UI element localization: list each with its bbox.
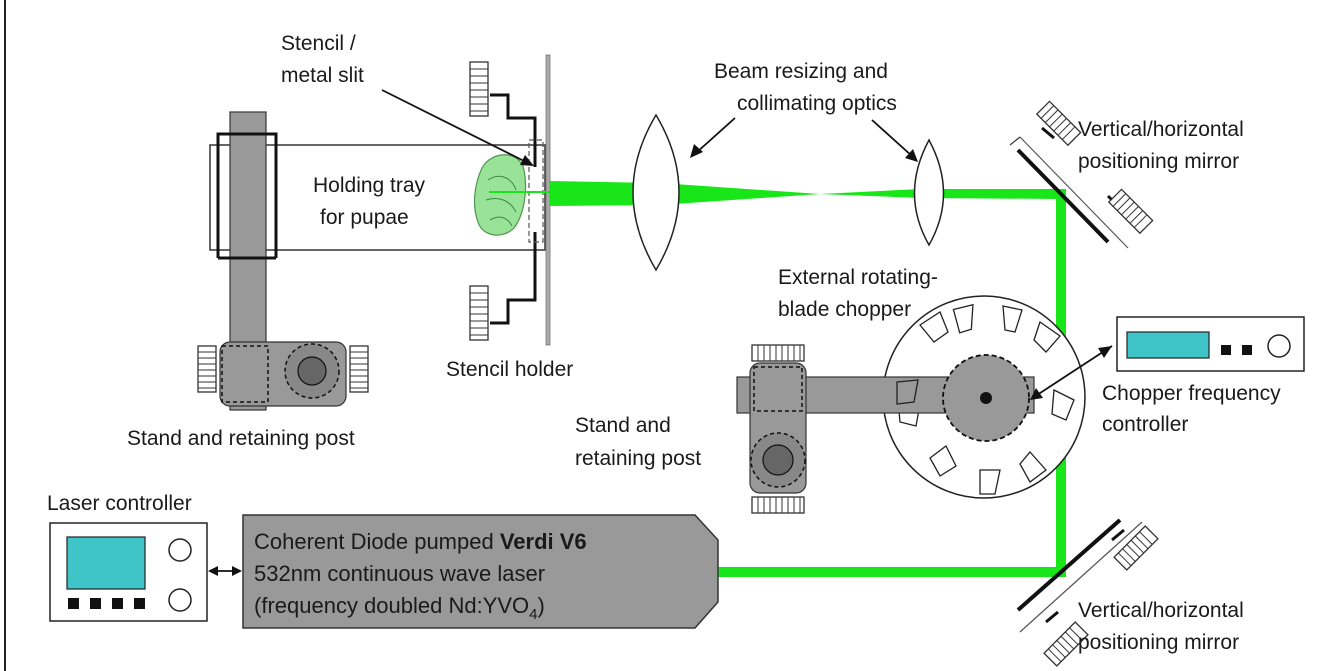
- label-chopper-ctrl-line2: controller: [1102, 413, 1188, 436]
- label-chopper-line2: blade chopper: [778, 298, 911, 321]
- label-mirror-top-line2: positioning mirror: [1078, 150, 1239, 173]
- chopper: [736, 295, 1086, 514]
- knob-right: [349, 345, 369, 393]
- chopper-screen: [1126, 331, 1210, 359]
- label-chopper-ctrl-line1: Chopper frequency: [1102, 382, 1281, 405]
- label-stencil-holder: Stencil holder: [446, 358, 573, 381]
- stencil-holder: [469, 54, 551, 346]
- mirror-top: [1009, 100, 1154, 249]
- laser-controller-unit: [49, 522, 208, 622]
- label-beam-optics-line1: Beam resizing and: [714, 60, 888, 83]
- laser-label-line3: (frequency doubled Nd:YVO4): [254, 593, 545, 623]
- label-holding-tray-line1: Holding tray: [313, 174, 426, 197]
- label-stand-post-right-line2: retaining post: [575, 447, 701, 470]
- label-beam-optics-line2: collimating optics: [737, 92, 897, 115]
- laser-screen: [66, 536, 146, 590]
- lens-small: [913, 138, 945, 247]
- label-stand-post-left: Stand and retaining post: [127, 427, 355, 450]
- chopper-controller: [1116, 316, 1305, 372]
- label-mirror-bottom-line1: Vertical/horizontal: [1078, 599, 1244, 622]
- label-stand-post-right-line1: Stand and: [575, 414, 671, 437]
- stencil-knob-top: [469, 61, 489, 117]
- laser-body: [242, 514, 719, 629]
- laser-label-line2: 532nm continuous wave laser: [254, 561, 545, 586]
- label-mirror-bottom-line2: positioning mirror: [1078, 631, 1239, 654]
- label-chopper-line1: External rotating-: [778, 266, 938, 289]
- mirror-bottom: [1016, 518, 1159, 667]
- laser-label-line1: Coherent Diode pumped Verdi V6: [254, 529, 587, 554]
- stencil-knob-bottom: [469, 285, 489, 341]
- label-mirror-top-line1: Vertical/horizontal: [1078, 118, 1244, 141]
- label-holding-tray-line2: for pupae: [320, 206, 409, 229]
- label-stencil-line1: Stencil /: [281, 32, 356, 55]
- lens-large: [632, 113, 680, 272]
- pupa: [473, 154, 527, 236]
- callout-arrows: [208, 89, 1113, 576]
- label-laser-controller: Laser controller: [47, 492, 192, 515]
- label-stencil-line2: metal slit: [281, 64, 364, 87]
- stencil-plate: [545, 54, 551, 346]
